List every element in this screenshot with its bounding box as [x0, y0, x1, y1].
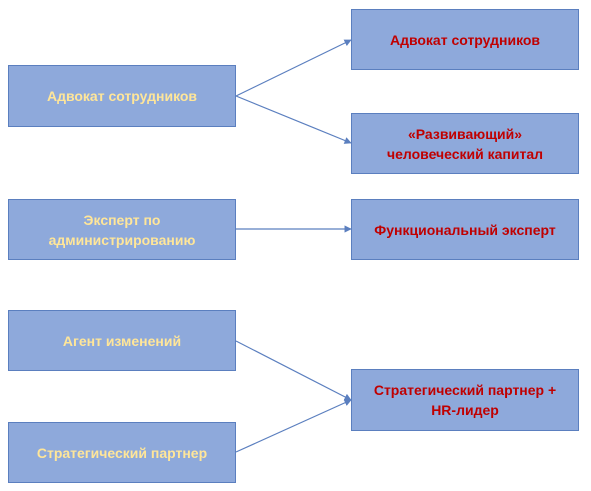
arrow-employee-advocate-to-human-capital	[235, 95, 352, 144]
right-box-developing-human-capital: «Развивающий» человеческий капитал	[351, 113, 579, 174]
arrow-change-agent-to-strategic-hr-leader	[235, 340, 352, 401]
arrow-strategic-partner-to-strategic-hr-leader	[235, 399, 352, 453]
right-box-functional-expert: Функциональный эксперт	[351, 199, 579, 260]
left-box-employee-advocate: Адвокат сотрудников	[8, 65, 236, 127]
left-box-administrative-expert: Эксперт по администрированию	[8, 199, 236, 260]
left-box-strategic-partner: Стратегический партнер	[8, 422, 236, 483]
arrow-employee-advocate-to-employee-advocate	[235, 39, 352, 97]
right-box-employee-advocate: Адвокат сотрудников	[351, 9, 579, 70]
left-box-change-agent: Агент изменений	[8, 310, 236, 371]
right-box-strategic-partner-hr-leader: Стратегический партнер + HR-лидер	[351, 369, 579, 431]
